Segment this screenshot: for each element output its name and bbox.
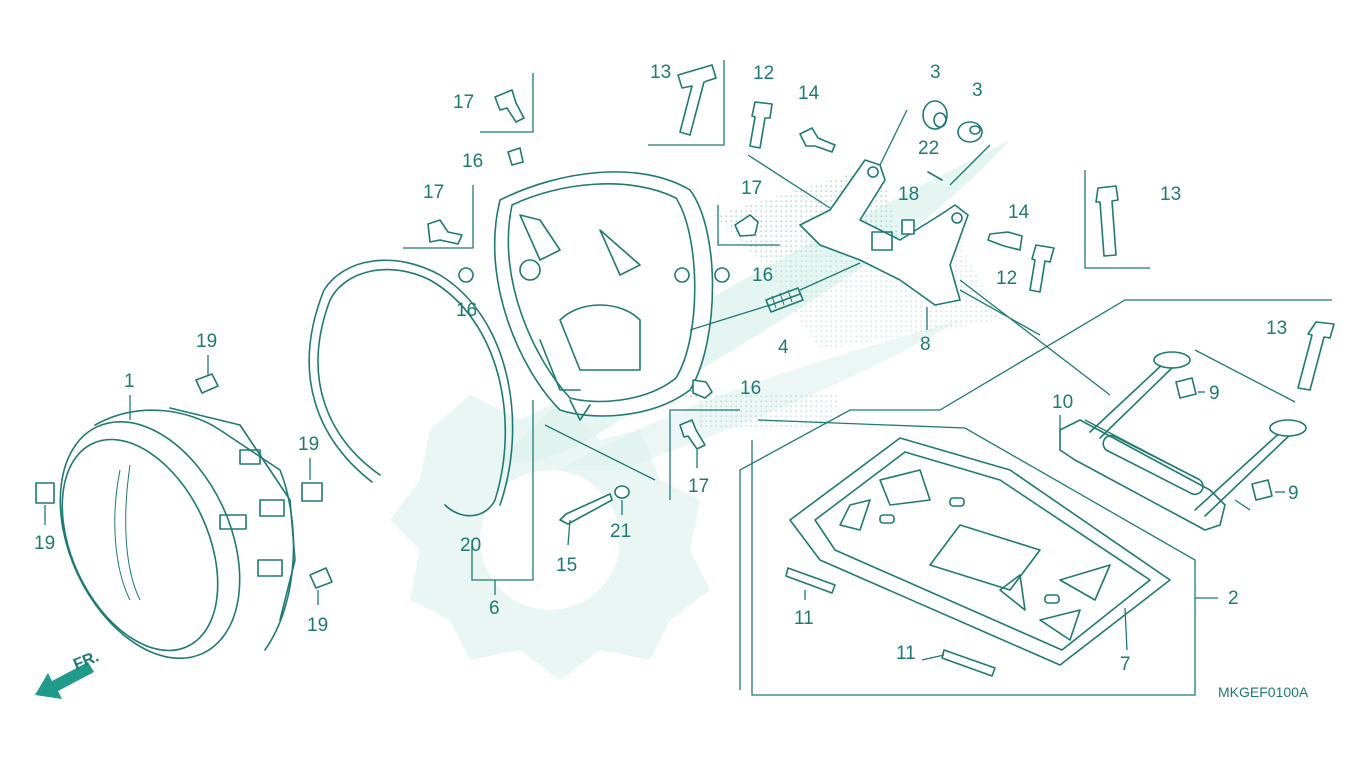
clip-19-a [195, 373, 219, 394]
callout-17: 17 [688, 476, 709, 497]
bolt-13-b [1095, 185, 1119, 257]
bolt-12-a [749, 101, 773, 149]
callout-4: 4 [778, 337, 789, 358]
callout-8: 8 [920, 334, 931, 355]
callout-17: 17 [453, 92, 474, 113]
callout-14: 14 [1008, 202, 1030, 223]
callout-12: 12 [753, 63, 774, 84]
callout-16: 16 [752, 265, 773, 286]
callout-21: 21 [610, 521, 631, 542]
callout-14: 14 [798, 83, 820, 104]
strip-11-a [785, 567, 836, 594]
bolt-12-b [1029, 244, 1055, 293]
callout-2: 2 [1228, 588, 1239, 609]
bolt-16-a [507, 147, 524, 166]
callout-9: 9 [1209, 383, 1220, 404]
callout-7: 7 [1120, 654, 1131, 675]
callout-16: 16 [456, 300, 477, 321]
pin-14-b [987, 231, 1023, 251]
rim-band [308, 259, 514, 517]
screw-17-d [679, 419, 706, 450]
screw-17-c [734, 214, 759, 237]
callout-10: 10 [1052, 392, 1073, 413]
clip-19-b [301, 482, 323, 502]
mount-plate [1059, 351, 1307, 531]
callout-17: 17 [423, 182, 444, 203]
clip-19-d [309, 567, 333, 589]
washer-21 [614, 485, 630, 499]
callout-11: 11 [896, 643, 916, 664]
clip-19-c [35, 482, 55, 504]
front-direction-arrow: FR. [35, 648, 101, 699]
screw-17-a [494, 89, 525, 123]
screw-17-b [427, 219, 463, 245]
callout-22: 22 [918, 138, 939, 159]
callout-20: 20 [460, 535, 481, 556]
direction-label: FR. [71, 648, 101, 673]
bolt-13-c [1297, 321, 1335, 391]
callout-19: 19 [34, 533, 55, 554]
callout-15: 15 [556, 555, 577, 576]
clip-18 [901, 219, 915, 235]
callout-1: 1 [124, 371, 135, 392]
callout-3: 3 [972, 80, 983, 101]
nut-16-b [458, 267, 474, 283]
tray [789, 437, 1171, 666]
callout-13: 13 [650, 62, 671, 83]
pin-14-a [799, 127, 836, 153]
callout-16: 16 [740, 378, 761, 399]
screw-15 [559, 493, 613, 525]
callout-19: 19 [196, 331, 217, 352]
callout-labels: 1 2 3 3 4 6 7 8 9 9 10 11 11 12 12 13 13… [34, 62, 1299, 675]
callout-19: 19 [307, 615, 328, 636]
callout-13: 13 [1266, 318, 1287, 339]
callout-16: 16 [462, 151, 483, 172]
bolt-16-d [692, 379, 713, 399]
callout-17: 17 [741, 178, 762, 199]
collar-9-b [1251, 479, 1273, 501]
strip-11-b [941, 649, 996, 677]
bolt-13-a [677, 64, 717, 136]
bracket [799, 159, 969, 306]
pin-22 [927, 171, 943, 181]
callout-9: 9 [1288, 483, 1299, 504]
callout-12: 12 [996, 268, 1017, 289]
callout-6: 6 [489, 598, 500, 619]
callout-18: 18 [898, 184, 919, 205]
callout-3: 3 [930, 62, 941, 83]
spring [765, 287, 804, 313]
headlight-case [493, 171, 714, 421]
nut-16-c [714, 267, 730, 283]
leader-lines [44, 60, 1332, 696]
small-parts [35, 64, 1335, 677]
callout-19: 19 [298, 434, 319, 455]
callout-11: 11 [794, 608, 814, 629]
collar-9-a [1175, 377, 1197, 399]
headlight-unit [59, 407, 296, 660]
diagram-code: MKGEF0100A [1218, 684, 1309, 700]
callout-13: 13 [1160, 184, 1181, 205]
